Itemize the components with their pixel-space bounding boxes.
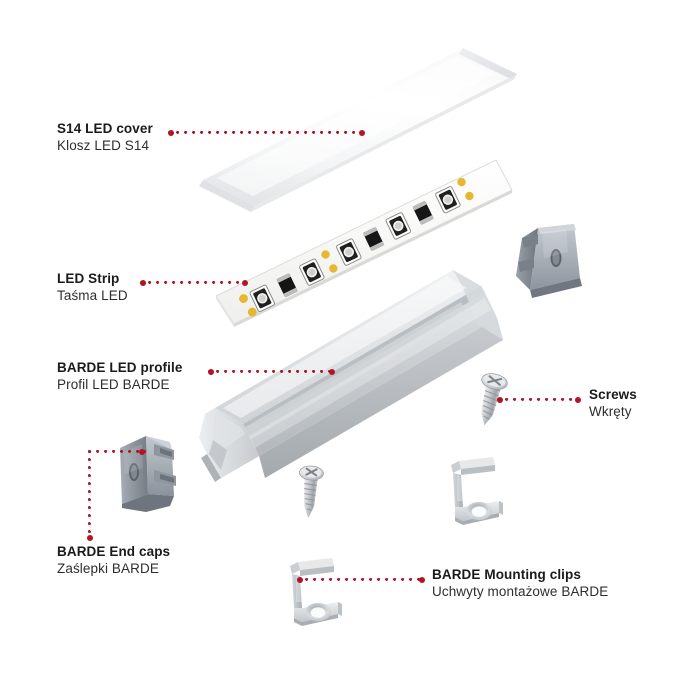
label-screws: Screws Wkręty [589,386,637,421]
label-barde-end-caps-en: BARDE End caps [57,544,171,559]
label-s14-led-cover-pl: Klosz LED S14 [57,138,150,153]
label-led-strip-en: LED Strip [57,271,120,286]
part-mounting-clip-bottom [276,556,348,628]
label-barde-mounting-clips-en: BARDE Mounting clips [432,567,581,582]
label-barde-mounting-clips-pl: Uchwyty montażowe BARDE [432,584,609,599]
leader-led-strip [140,280,250,289]
label-led-strip-pl: Taśma LED [57,288,128,303]
leader-s14-led-cover [168,130,368,139]
part-mounting-clip-right [437,455,509,527]
label-s14-led-cover-en: S14 LED cover [57,121,153,136]
label-barde-led-profile-pl: Profil LED BARDE [57,377,170,392]
label-barde-end-caps: BARDE End caps Zaślepki BARDE [57,543,170,578]
part-screw-right [468,370,512,432]
label-barde-led-profile-en: BARDE LED profile [57,360,183,375]
part-s14-led-cover [195,28,555,223]
label-led-strip: LED Strip Taśma LED [57,270,128,305]
part-end-cap-right [508,218,592,304]
label-s14-led-cover: S14 LED cover Klosz LED S14 [57,120,153,155]
label-screws-pl: Wkręty [589,404,632,419]
leader-barde-led-profile [208,369,338,378]
part-screw-center [290,462,330,524]
leader-barde-mounting-clips [297,577,427,586]
part-led-strip [200,159,520,330]
leader-barde-end-caps [87,449,148,542]
label-barde-mounting-clips: BARDE Mounting clips Uchwyty montażowe B… [432,566,608,601]
label-barde-end-caps-pl: Zaślepki BARDE [57,561,159,576]
label-barde-led-profile: BARDE LED profile Profil LED BARDE [57,359,182,394]
part-barde-led-profile [185,262,515,482]
leader-screws [497,397,583,406]
label-screws-en: Screws [589,387,637,402]
